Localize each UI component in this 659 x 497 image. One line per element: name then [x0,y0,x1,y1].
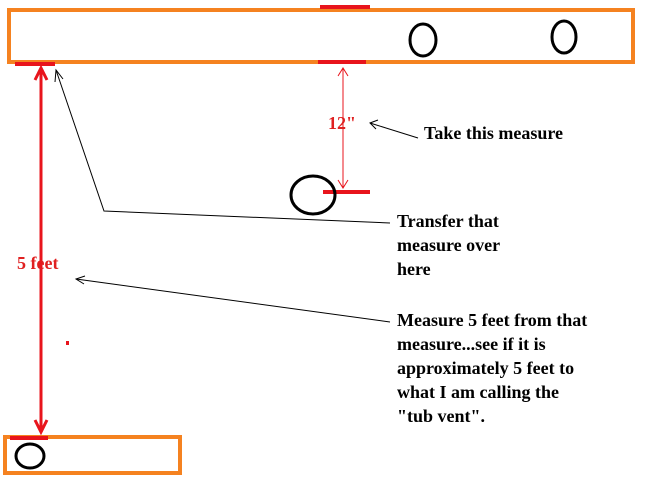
dimension-5ft-arrow [33,64,49,436]
take-measure-pointer [369,119,419,139]
transfer-note: Transfer that measure over here [397,209,500,281]
transfer-pointer [54,68,391,224]
dimension-5ft-label: 5 feet [17,253,59,273]
dimension-12-label: 12" [328,113,356,133]
measure-note-line: measure...see if it is [397,334,546,354]
red-dot [66,341,69,345]
pipe-circle [289,174,337,216]
bottom-board [3,435,182,475]
measure-note-line: what I am calling the [397,382,559,402]
measure-5ft-note: Measure 5 feet from that measure...see i… [397,308,587,428]
top-hole-2 [550,19,578,55]
take-measure-note: Take this measure [424,123,564,143]
transfer-note-line: here [397,259,431,279]
measure-5ft-pointer [74,275,391,323]
dimension-12-arrow [337,67,349,189]
measure-note-line: Measure 5 feet from that [397,310,588,330]
measure-note-line: "tub vent". [397,406,485,426]
transfer-note-line: Transfer that [397,211,499,231]
top-hole-1 [408,22,438,58]
measure-note-line: approximately 5 feet to [397,358,575,378]
top-board [7,8,635,64]
tub-vent-circle [14,442,46,470]
transfer-note-line: measure over [397,235,501,255]
